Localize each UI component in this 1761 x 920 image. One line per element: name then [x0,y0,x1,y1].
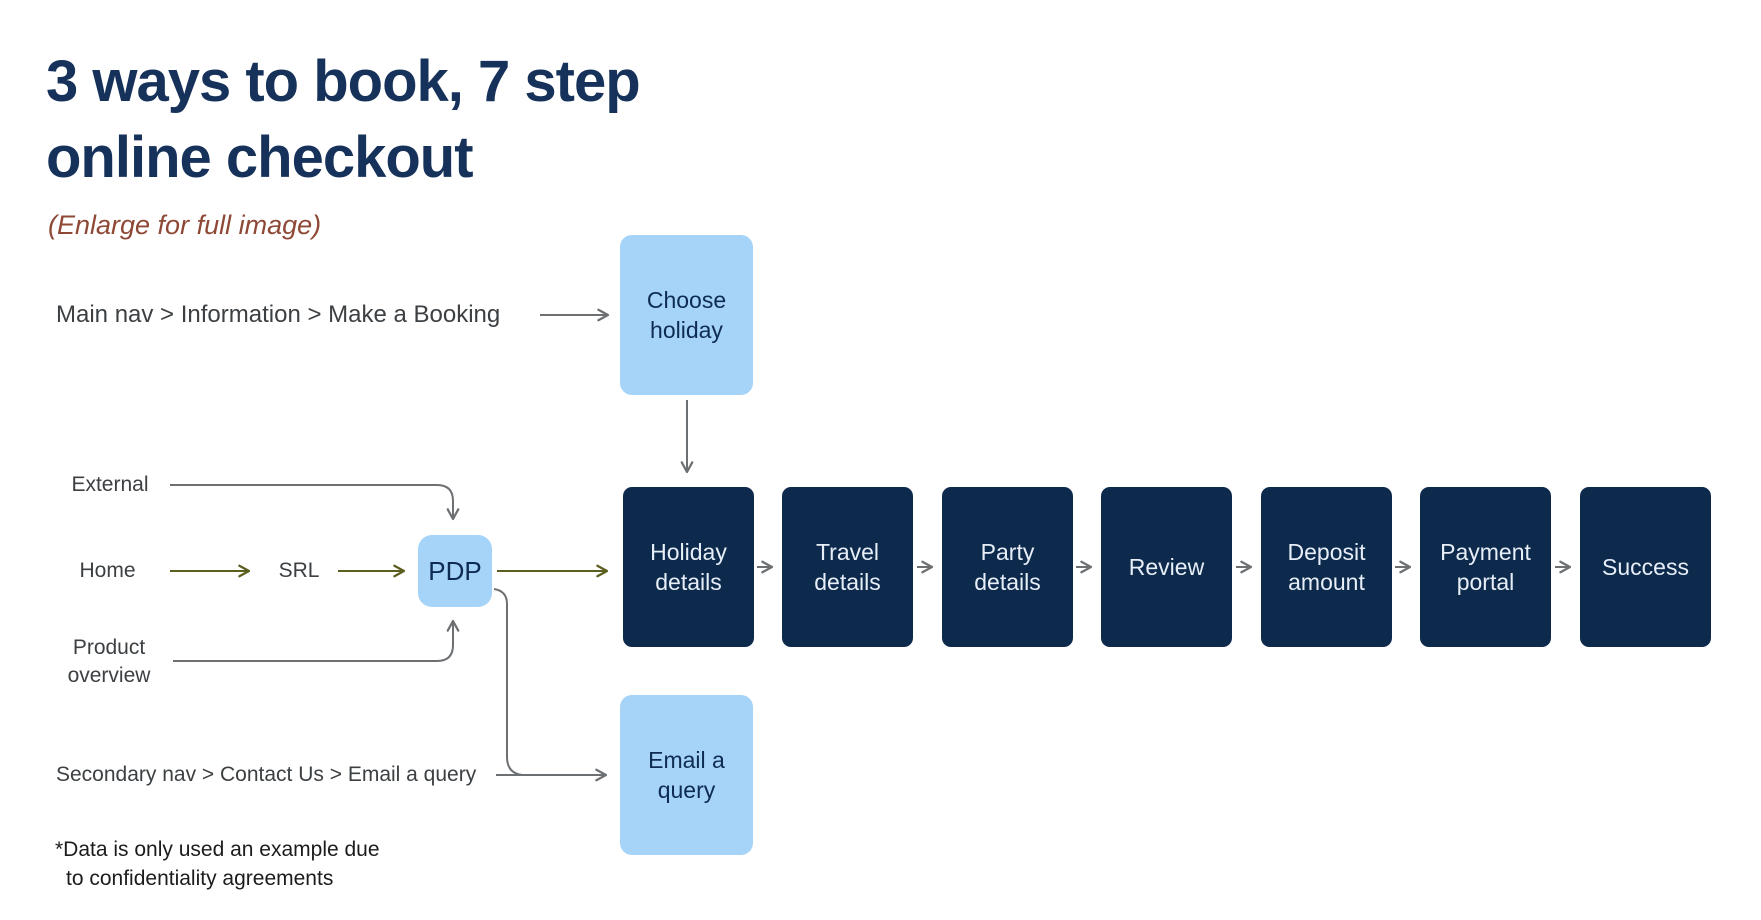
source-product-overview: Product overview [67,636,151,687]
step-party-details: Party details [942,487,1073,647]
step-travel-details: Travel details [782,487,913,647]
data-disclaimer-line1: *Data is only used an example due [55,838,380,861]
secondary-nav-path-label: Secondary nav > Contact Us > Email a que… [56,763,477,786]
source-srl: SRL [278,559,320,582]
step-payment-portal: Payment portal [1420,487,1551,647]
main-nav-path-label: Main nav > Information > Make a Booking [56,301,501,328]
node-pdp: PDP [418,535,492,607]
source-external: External [71,473,149,496]
data-disclaimer-line2: to confidentiality agreements [66,867,334,890]
step-deposit-amount: Deposit amount [1261,487,1392,647]
step-holiday-details: Holiday details [623,487,754,647]
node-email-a-query: Email a query [620,695,753,855]
arrow-product-overview-to-pdp [173,619,460,662]
source-home: Home [79,559,136,582]
step-review: Review [1101,487,1232,647]
enlarge-hint: (Enlarge for full image) [48,210,322,240]
page-title-line1: 3 ways to book, 7 step [46,49,641,114]
arrow-external-to-pdp [170,484,460,521]
node-choose-holiday: Choose holiday [620,235,753,395]
line-pdp-to-email-query [493,588,523,776]
step-success: Success [1580,487,1711,647]
page-title: 3 ways to book, 7 step online checkout [46,44,806,196]
page-title-line2: online checkout [46,125,474,190]
